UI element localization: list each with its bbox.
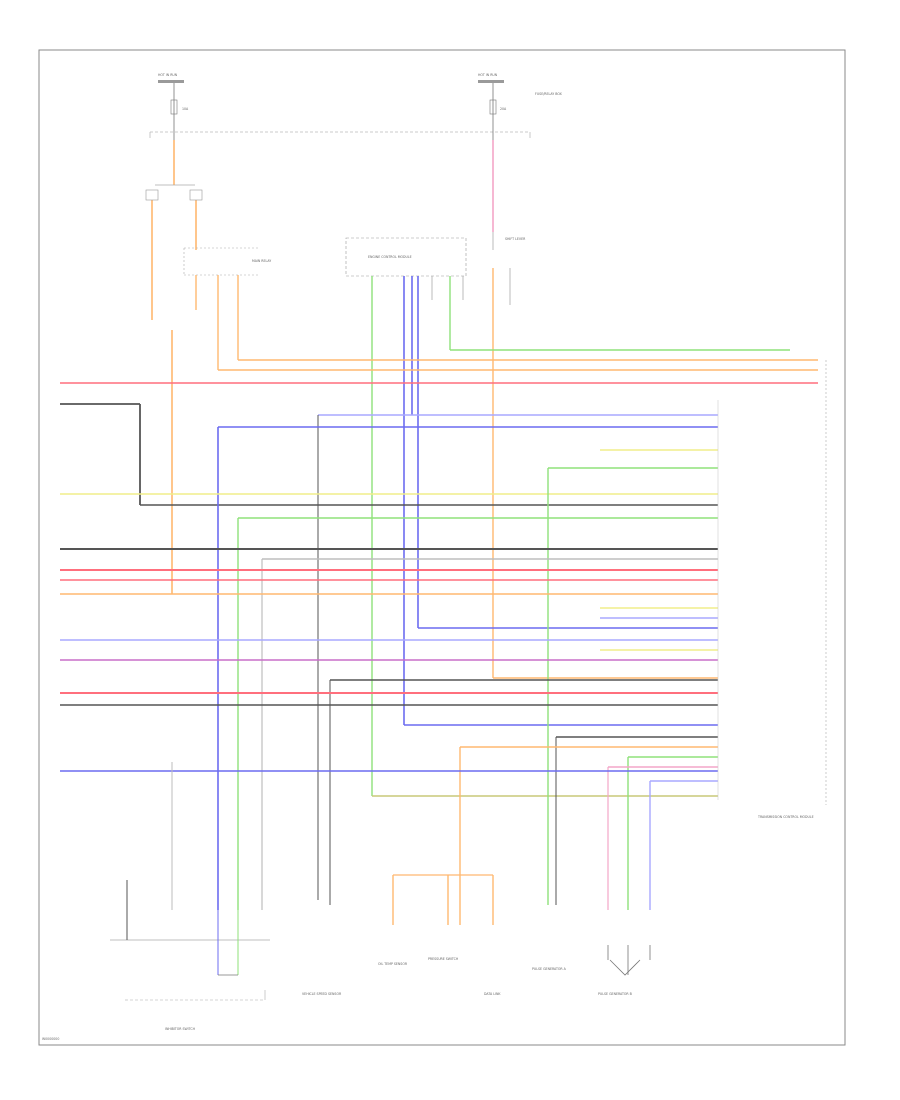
label-pressure: PRESSURE SWITCH xyxy=(428,957,459,961)
fuse-1-label: HOT IN RUN xyxy=(158,73,178,77)
label-data-link: DATA LINK xyxy=(484,992,501,996)
label-vss: VEHICLE SPEED SENSOR xyxy=(302,992,342,996)
label-pg-b: PULSE GENERATOR B xyxy=(598,992,632,996)
tcm-connector: TRANSMISSION CONTROL MODULE xyxy=(717,360,827,819)
diagram-frame xyxy=(38,49,846,1046)
label-inhibitor: INHIBITOR SWITCH xyxy=(165,1027,196,1031)
label-oil-temp: OIL TEMP SENSOR xyxy=(378,962,408,966)
fuse-1-rating: 10A xyxy=(182,107,189,111)
relay-label: MAIN RELAY xyxy=(252,259,271,263)
shift-lever-label: SHIFT LEVER xyxy=(505,237,526,241)
bottom-labels: INHIBITOR SWITCH VEHICLE SPEED SENSOR OI… xyxy=(165,957,632,1031)
ecm-label: ENGINE CONTROL MODULE xyxy=(368,255,412,259)
bottom-components xyxy=(110,860,651,1001)
fuse-2-label: HOT IN RUN xyxy=(478,73,498,77)
horizontal-wires xyxy=(60,359,818,910)
fuse-block: HOT IN RUN 10A HOT IN RUN 20A FUSE/RELAY… xyxy=(149,73,563,140)
relay-box-label: FUSE/RELAY BOX xyxy=(535,92,563,96)
upper-wires: MAIN RELAY SHIFT LEVER ENGINE CONTROL MO… xyxy=(145,140,790,797)
figure-id: W0000000 xyxy=(42,1037,59,1041)
tcm-label: TRANSMISSION CONTROL MODULE xyxy=(757,815,814,819)
label-pg-a: PULSE GENERATOR A xyxy=(532,967,567,971)
fuse-2-rating: 20A xyxy=(500,107,507,111)
